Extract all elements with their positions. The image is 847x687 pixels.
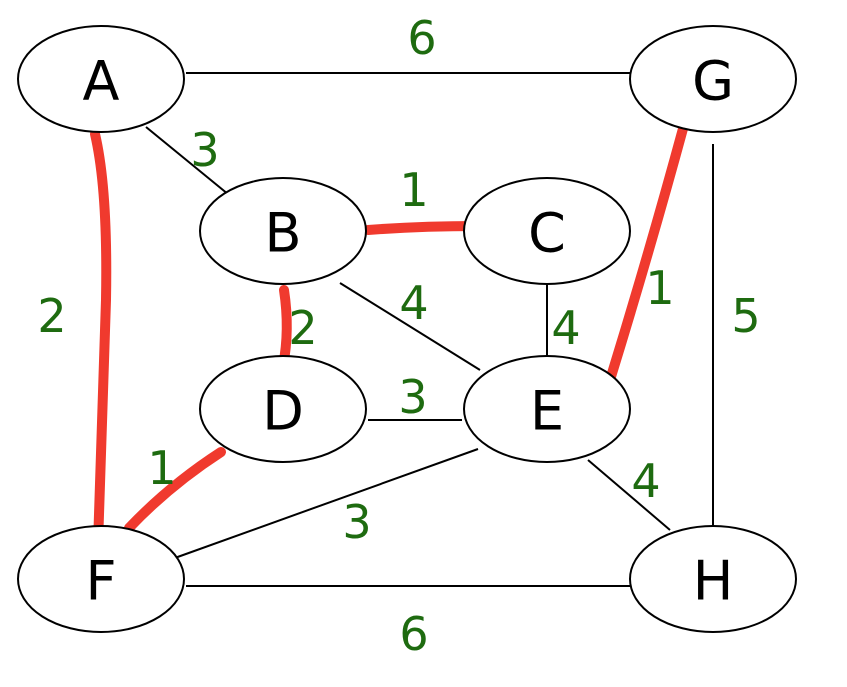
node-b: B (199, 177, 367, 285)
highlight-edge-b-c (363, 221, 483, 235)
node-shape-a (17, 25, 185, 133)
node-label-a: A (83, 50, 120, 113)
node-e: E (463, 355, 631, 463)
node-shape-b (199, 177, 367, 285)
edge-layer (145, 72, 714, 587)
node-f: F (17, 525, 185, 633)
weight-label-d-e: 3 (398, 370, 427, 424)
edge-b-e (339, 282, 481, 371)
highlight-edge-a-f (90, 129, 112, 550)
node-shape-d (199, 355, 367, 463)
node-shape-c (463, 177, 631, 285)
node-d: D (199, 355, 367, 463)
node-label-f: F (85, 550, 116, 613)
node-a: A (17, 25, 185, 133)
weight-label-e-f: 3 (342, 495, 371, 549)
node-label-d: D (262, 380, 304, 443)
weight-label-a-g: 6 (407, 11, 436, 65)
weight-label-b-e: 4 (399, 276, 428, 330)
edge-e-f (171, 448, 479, 560)
weight-label-b-c: 1 (399, 163, 428, 217)
weight-layer: 6 3 2 1 2 4 4 1 5 3 1 3 4 6 (37, 11, 760, 661)
highlight-layer (90, 120, 689, 550)
node-label-e: E (530, 380, 564, 443)
node-shape-e (463, 355, 631, 463)
node-shape-h (629, 525, 797, 633)
weight-label-a-f: 2 (37, 289, 66, 343)
node-h: H (629, 525, 797, 633)
weight-label-c-e: 4 (551, 301, 580, 355)
weight-label-b-d: 2 (288, 301, 317, 355)
highlight-edge-b-d (278, 285, 292, 371)
weight-label-e-h: 4 (631, 454, 660, 508)
node-c: C (463, 177, 631, 285)
weight-label-a-b: 3 (190, 123, 219, 177)
node-shape-g (629, 25, 797, 133)
highlight-edge-d-f (124, 447, 226, 533)
highlight-edge-g-e (605, 120, 689, 385)
node-shape-f (17, 525, 185, 633)
node-layer: A G B C D E F H (17, 25, 797, 633)
node-label-b: B (264, 202, 301, 265)
node-g: G (629, 25, 797, 133)
weight-label-d-f: 1 (147, 441, 176, 495)
node-label-c: C (528, 202, 566, 265)
edge-e-h (587, 459, 671, 531)
node-label-h: H (693, 550, 734, 613)
weight-label-f-h: 6 (399, 607, 428, 661)
node-label-g: G (692, 50, 734, 113)
weight-label-g-h: 5 (731, 289, 760, 343)
weight-label-g-e: 1 (645, 261, 674, 315)
edge-a-b (145, 126, 235, 200)
